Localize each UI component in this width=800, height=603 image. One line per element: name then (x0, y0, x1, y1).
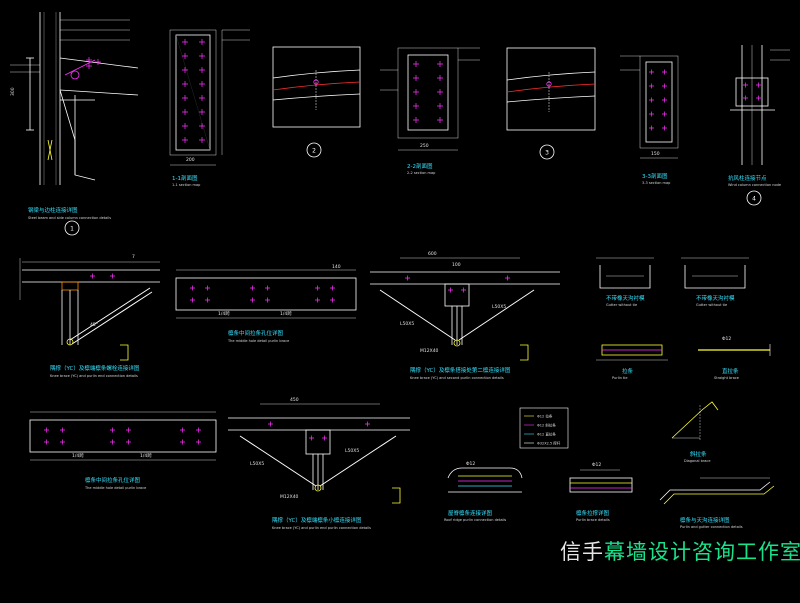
detail-4-title: 抗风柱连接节点 (728, 174, 767, 182)
section-3-3-title: 3-3剖面图 (642, 172, 668, 180)
purlin-hole-1-subtitle: The middle hole detail purlin brace (227, 339, 289, 343)
tie-section-1-subtitle: Gutter without tie (606, 303, 637, 307)
inclined-tie-subtitle: Diagonal brace (684, 459, 711, 463)
sag-rod (569, 469, 633, 493)
tie-section-1-title: 不带橡天沟衬模 (606, 294, 645, 302)
purlin-hole-1-dim: 140 (332, 264, 341, 270)
section-3-3 (620, 55, 679, 159)
sag-rod-dim: Φ12 (592, 462, 601, 468)
knee-brace-3-lsize-a: L50X5 (250, 461, 264, 467)
straight-rod (698, 344, 771, 356)
section-1-1 (169, 29, 250, 166)
knee-brace-1-dim: 7 (132, 254, 135, 260)
tie-section-1 (596, 257, 654, 289)
knee-brace-3-dim: 450 (290, 397, 299, 403)
section-2-2 (380, 47, 480, 151)
purlin-hole-1 (175, 269, 357, 319)
knee-brace-2-dim-b: 100 (452, 262, 461, 268)
section-1-1-title: 1-1剖面图 (172, 174, 198, 182)
knee-brace-1-title: 隅撑（YC）及檩端檩条螺栓连接详图 (50, 364, 140, 372)
roof-ridge (447, 467, 523, 493)
tie-cap-subtitle: Purlin tie (612, 376, 627, 380)
detail-1-subtitle: Steel beam and side column connection de… (28, 216, 111, 220)
detail-1-title: 钢梁与边柱连接详图 (28, 206, 78, 214)
knee-brace-1-subtitle: Knee brace (YC) and purlin end connectio… (50, 374, 138, 378)
roof-ridge-subtitle: Roof ridge purlin connection details (444, 518, 506, 522)
inclined-tie-title: 斜拉条 (690, 450, 707, 458)
gutter-subtitle: Purlin and gutter connection details (680, 525, 743, 529)
gutter-connection (659, 477, 775, 505)
knee-brace-3-subtitle: Knee brace (YC) and purlin end purlin co… (272, 526, 371, 530)
svg-text:3: 3 (545, 150, 549, 157)
brand-part-2: 幕墙设计咨询工作室 (604, 540, 800, 564)
purlin-hole-1-title: 檩条中间拉条孔位详图 (228, 329, 284, 337)
studio-brand: 信手幕墙设计咨询工作室 (560, 536, 800, 566)
purlin-hole-1-quarter-b: 1/4跨 (280, 310, 292, 317)
tie-section-2-title: 不带橡天沟衬模 (696, 294, 735, 302)
knee-brace-1 (19, 258, 160, 361)
knee-brace-2-bolt: M12X40 (420, 348, 439, 354)
section-2-2-title: 2-2剖面图 (407, 162, 433, 170)
gutter-title: 檩条与天沟连接详图 (680, 516, 730, 524)
detail-1-dim: 300 (10, 87, 16, 96)
detail-2-tag: 2 (306, 142, 322, 158)
straight-rod-title: 直拉条 (722, 367, 739, 375)
tie-cap (596, 344, 668, 361)
section-3-3-dim: 150 (651, 151, 660, 157)
knee-brace-2-lsize-b: L50X5 (492, 304, 506, 310)
knee-brace-2-title: 隅撑（YC）及檩条搭接处第二檩连接详图 (410, 366, 511, 374)
sag-rod-title: 檩条拉撑详图 (576, 509, 610, 517)
section-3-3-subtitle: 3-3 section map (642, 181, 671, 185)
legend-item-2: Φ12 斜拉条 (537, 423, 556, 428)
detail-4-subtitle: Wind column connection node (728, 183, 781, 187)
detail-1-tag: 1 (64, 220, 80, 236)
section-2-2-subtitle: 2-2 section map (407, 171, 436, 175)
tie-section-2-subtitle: Gutter without tie (696, 303, 727, 307)
knee-brace-3-bolt: M12X40 (280, 494, 299, 500)
svg-text:1: 1 (70, 226, 74, 233)
detail-3-tag: 3 (539, 144, 555, 160)
sag-rod-subtitle: Purlin brace details (576, 518, 610, 522)
detail-1-beam-column (10, 12, 139, 185)
straight-rod-dim: Φ12 (722, 336, 731, 342)
knee-brace-2-subtitle: Knee brace (YC) and second purlin connec… (410, 376, 504, 380)
purlin-hole-2 (29, 411, 217, 461)
purlin-hole-2-quarter-a: 1/4跨 (72, 452, 84, 459)
legend-item-3: Φ12 直拉条 (537, 432, 556, 437)
knee-brace-2 (370, 257, 560, 361)
roof-ridge-title: 屋脊檩条连接详图 (448, 509, 493, 517)
detail-3-box (506, 47, 596, 131)
knee-brace-2-lsize-a: L50X5 (400, 321, 414, 327)
legend-item-4: Φ32X2.5 撑杆 (537, 441, 561, 446)
straight-rod-subtitle: Straight brace (714, 376, 739, 380)
legend-box (519, 407, 569, 449)
inclined-tie (671, 401, 719, 440)
legend-item-1: Φ12 拉条 (537, 414, 553, 419)
knee-brace-1-angle: 45° (90, 322, 98, 328)
knee-brace-2-dim-a: 600 (428, 251, 437, 257)
section-2-2-dim: 250 (420, 143, 429, 149)
knee-brace-3-title: 隅撑（YC）及檩端檩条小檩连接详图 (272, 516, 362, 524)
brand-part-1: 信手 (560, 540, 604, 564)
tie-section-2 (681, 257, 749, 289)
purlin-hole-1-quarter-a: 1/4跨 (218, 310, 230, 317)
detail-2-box (272, 46, 361, 128)
tie-cap-title: 拉条 (622, 367, 634, 375)
knee-brace-3-lsize-b: L50X5 (345, 448, 359, 454)
svg-text:2: 2 (312, 148, 316, 155)
section-1-1-subtitle: 1-1 section map (172, 183, 201, 187)
roof-ridge-dim: Φ12 (466, 461, 475, 467)
knee-brace-3 (228, 403, 410, 504)
purlin-hole-2-title: 檩条中间拉条孔位详图 (85, 476, 141, 484)
purlin-hole-2-quarter-b: 1/4跨 (140, 452, 152, 459)
detail-4-wind-column (730, 45, 790, 165)
detail-4-tag: 4 (746, 190, 762, 206)
section-1-1-dim: 200 (186, 157, 195, 163)
purlin-hole-2-subtitle: The middle hole detail purlin brace (84, 486, 146, 490)
svg-text:4: 4 (752, 196, 756, 203)
